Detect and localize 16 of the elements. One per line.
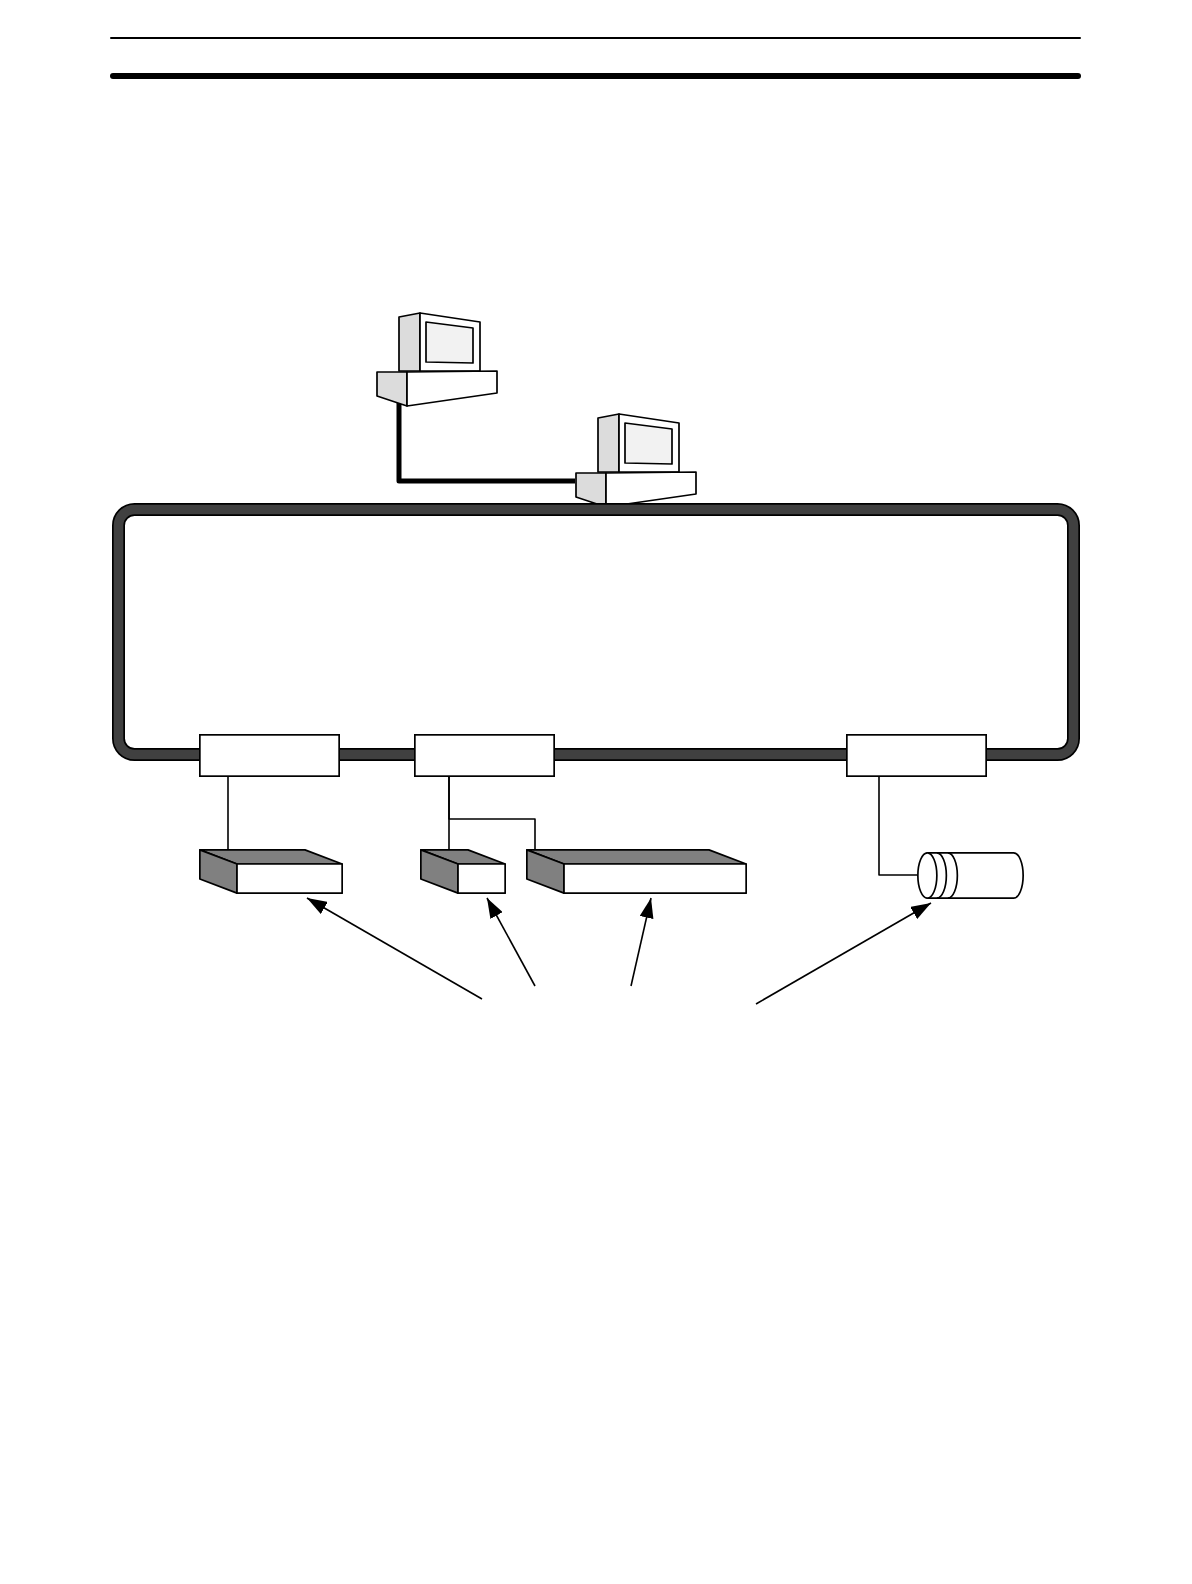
arrow <box>755 902 932 1005</box>
device-unit <box>420 849 506 894</box>
station-unit <box>199 734 340 777</box>
arrow <box>306 897 483 1000</box>
connector-line <box>448 776 536 850</box>
station-unit <box>414 734 555 777</box>
device-unit <box>526 849 747 894</box>
connector-line <box>878 776 918 876</box>
cable-line <box>396 403 575 484</box>
device-unit <box>199 849 343 894</box>
station-unit <box>846 734 987 777</box>
computer-terminal <box>376 312 498 407</box>
arrow <box>630 897 654 987</box>
arrow <box>486 897 536 987</box>
cylinder-device <box>917 852 1024 899</box>
connector-line <box>227 776 229 850</box>
